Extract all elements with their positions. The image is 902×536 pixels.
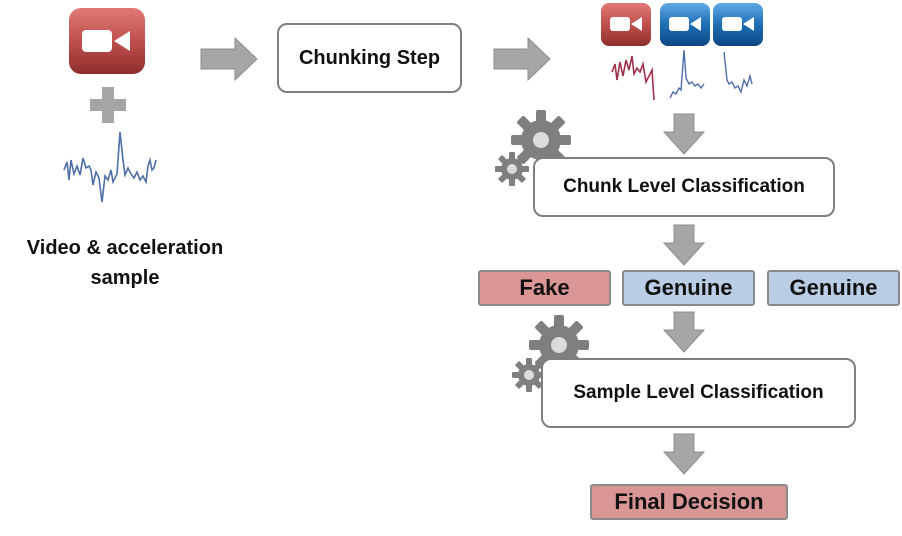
arrow-down-icon	[662, 433, 706, 475]
sample-classification-box: Sample Level Classification	[541, 358, 856, 428]
video-camera-icon	[660, 3, 710, 46]
chunk-result-label: Genuine	[789, 275, 878, 300]
video-camera-icon	[69, 8, 145, 74]
chunk-result-genuine: Genuine	[767, 270, 900, 306]
arrow-right-icon	[200, 36, 258, 82]
final-decision-label: Final Decision	[614, 489, 764, 514]
video-camera-icon	[601, 3, 651, 46]
arrow-down-icon	[662, 113, 706, 155]
input-caption: Video & acceleration sample	[10, 233, 240, 293]
chunk-result-genuine: Genuine	[622, 270, 755, 306]
signal-waveform-icon	[669, 49, 705, 99]
input-caption-line2: sample	[90, 267, 160, 289]
signal-waveform-icon	[723, 51, 753, 95]
chunk-result-label: Genuine	[644, 275, 733, 300]
chunk-result-label: Fake	[519, 275, 570, 300]
signal-waveform-icon	[63, 131, 157, 203]
input-caption-line1: Video & acceleration	[26, 237, 224, 259]
chunk-classification-box: Chunk Level Classification	[533, 157, 835, 217]
video-camera-icon	[713, 3, 763, 46]
gear-icon	[511, 110, 571, 170]
chunking-step-label: Chunking Step	[298, 46, 441, 69]
arrow-down-icon	[662, 224, 706, 266]
sample-classification-label: Sample Level Classification	[573, 382, 824, 403]
signal-waveform-icon	[611, 55, 655, 101]
chunking-step-box: Chunking Step	[277, 23, 462, 93]
chunk-classification-label: Chunk Level Classification	[563, 176, 805, 197]
gear-icon	[512, 358, 546, 392]
arrow-down-icon	[662, 311, 706, 353]
arrow-right-icon	[493, 36, 551, 82]
chunk-result-fake: Fake	[478, 270, 611, 306]
gear-icon	[495, 152, 529, 186]
final-decision-box: Final Decision	[590, 484, 788, 520]
plus-icon	[90, 87, 126, 123]
